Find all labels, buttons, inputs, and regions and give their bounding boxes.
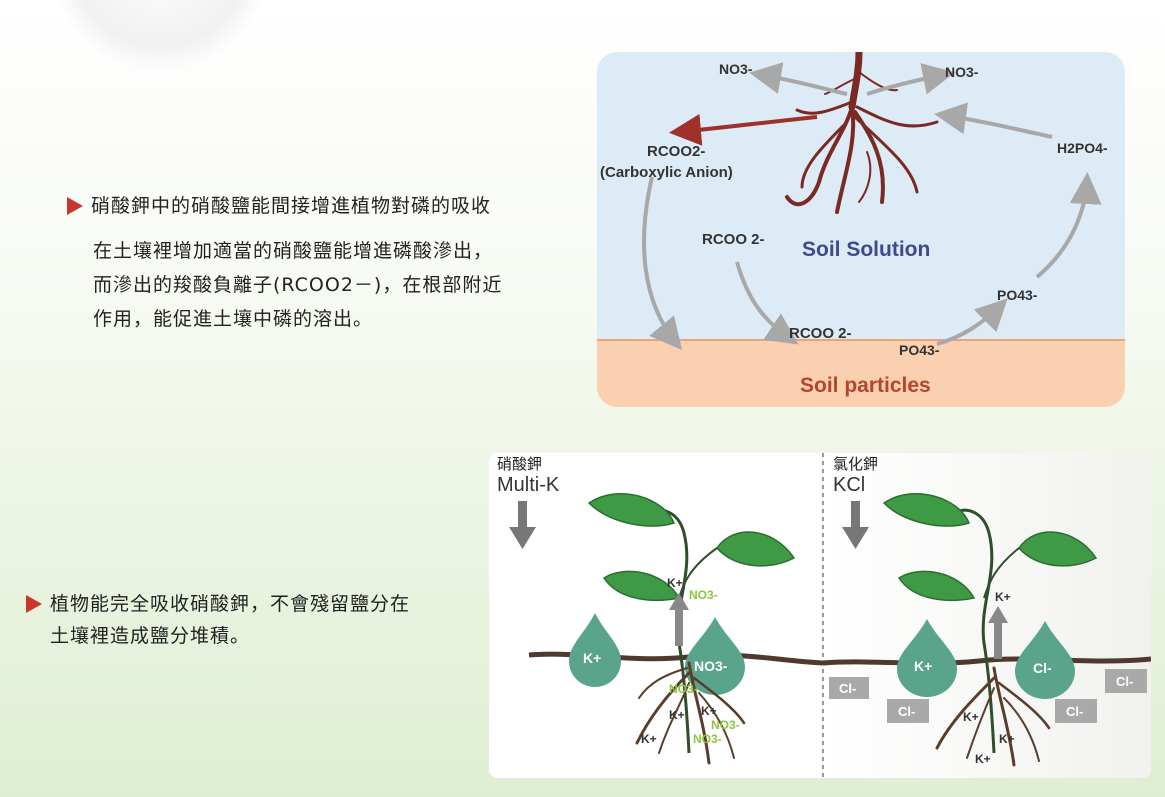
multik-title-cn: 硝酸鉀 xyxy=(497,456,542,473)
po4-label-lower: PO43- xyxy=(899,342,940,358)
svg-text:K+: K+ xyxy=(583,650,601,666)
svg-text:NO3-: NO3- xyxy=(694,658,728,674)
decorative-circle xyxy=(60,0,260,80)
svg-text:Cl-: Cl- xyxy=(1066,704,1083,719)
down-arrow-icon xyxy=(509,501,536,549)
leaf-icon xyxy=(587,493,796,601)
no3-label-left: NO3- xyxy=(719,61,753,77)
kcl-title-cn: 氯化鉀 xyxy=(833,456,878,473)
cl-drop-icon: Cl- xyxy=(1015,621,1075,699)
soil-solution-label: Soil Solution xyxy=(802,238,930,261)
root-label: K+ xyxy=(975,752,991,766)
h2po4-label: H2PO4- xyxy=(1057,140,1108,156)
paragraph-line: 而滲出的羧酸負離子(RCOO2－)，在根部附近 xyxy=(93,274,503,296)
svg-text:K+: K+ xyxy=(914,658,932,674)
arrow-k-label: K+ xyxy=(995,590,1011,604)
root-label: K+ xyxy=(641,732,657,746)
multik-vs-kcl-diagram: 硝酸鉀 Multi-K K+ NO3- K+ NO3- xyxy=(489,453,1151,778)
root-label: NO3- xyxy=(711,718,740,732)
root-icon xyxy=(785,52,939,214)
section1-heading-text: 硝酸鉀中的硝酸鹽能間接增進植物對磷的吸收 xyxy=(91,195,492,217)
kcl-title-en: KCl xyxy=(833,474,865,496)
bullet-triangle-icon xyxy=(26,595,42,613)
soil-solution-area xyxy=(597,52,1125,340)
rcoo-label-top: RCOO2- xyxy=(647,143,705,160)
k-drop-icon: K+ xyxy=(897,619,957,697)
section2-heading-line: 土壤裡造成鹽分堆積。 xyxy=(50,625,251,647)
leaf-icon xyxy=(882,493,1098,601)
soil-particles-area xyxy=(597,340,1125,407)
svg-text:Cl-: Cl- xyxy=(839,681,856,696)
carboxylic-anion-label: (Carboxylic Anion) xyxy=(600,164,733,181)
section1-paragraph: 在土壤裡增加適當的硝酸鹽能增進磷酸滲出， 而滲出的羧酸負離子(RCOO2－)，在… xyxy=(93,234,563,336)
arrow-k-label: K+ xyxy=(667,576,683,590)
svg-text:Cl-: Cl- xyxy=(898,704,915,719)
phosphorus-diagram: NO3- NO3- RCOO2- (Carboxylic Anion) H2PO… xyxy=(597,52,1125,407)
paragraph-line: 作用，能促進土壤中磷的溶出。 xyxy=(93,308,374,330)
svg-text:Cl-: Cl- xyxy=(1116,674,1133,689)
down-arrow-icon xyxy=(842,501,869,549)
section1-heading: 硝酸鉀中的硝酸鹽能間接增進植物對磷的吸收 xyxy=(67,190,491,222)
root-icon xyxy=(935,666,1051,767)
soil-particles-label: Soil particles xyxy=(800,374,931,397)
root-label: NO3- xyxy=(693,732,722,746)
no3-drop-icon: NO3- xyxy=(685,617,745,695)
po4-label-upper: PO43- xyxy=(997,287,1038,303)
paragraph-line: 在土壤裡增加適當的硝酸鹽能增進磷酸滲出， xyxy=(93,240,494,262)
root-label: NO3- xyxy=(669,682,698,696)
root-label: K+ xyxy=(999,732,1015,746)
root-icon xyxy=(635,661,746,765)
root-label: K+ xyxy=(701,704,717,718)
root-label: K+ xyxy=(669,708,685,722)
cl-box: Cl- xyxy=(1055,699,1097,723)
svg-text:Cl-: Cl- xyxy=(1033,660,1052,676)
rcoo-label-low: RCOO 2- xyxy=(789,325,852,342)
no3-label-right: NO3- xyxy=(945,64,979,80)
up-arrow-icon xyxy=(988,606,1008,659)
root-label: K+ xyxy=(963,710,979,724)
section2-heading: 植物能完全吸收硝酸鉀，不會殘留鹽分在 土壤裡造成鹽分堆積。 xyxy=(26,588,410,652)
multik-title-en: Multi-K xyxy=(497,474,560,496)
section2-heading-line: 植物能完全吸收硝酸鉀，不會殘留鹽分在 xyxy=(50,593,411,615)
bullet-triangle-icon xyxy=(67,197,83,215)
cl-box: Cl- xyxy=(1105,669,1147,693)
up-arrow-icon xyxy=(669,593,689,646)
arrow-no3-label: NO3- xyxy=(689,588,718,602)
k-drop-icon: K+ xyxy=(569,613,621,687)
cl-box: Cl- xyxy=(887,699,929,723)
rcoo-label-mid: RCOO 2- xyxy=(702,231,765,248)
cl-box: Cl- xyxy=(829,677,869,699)
